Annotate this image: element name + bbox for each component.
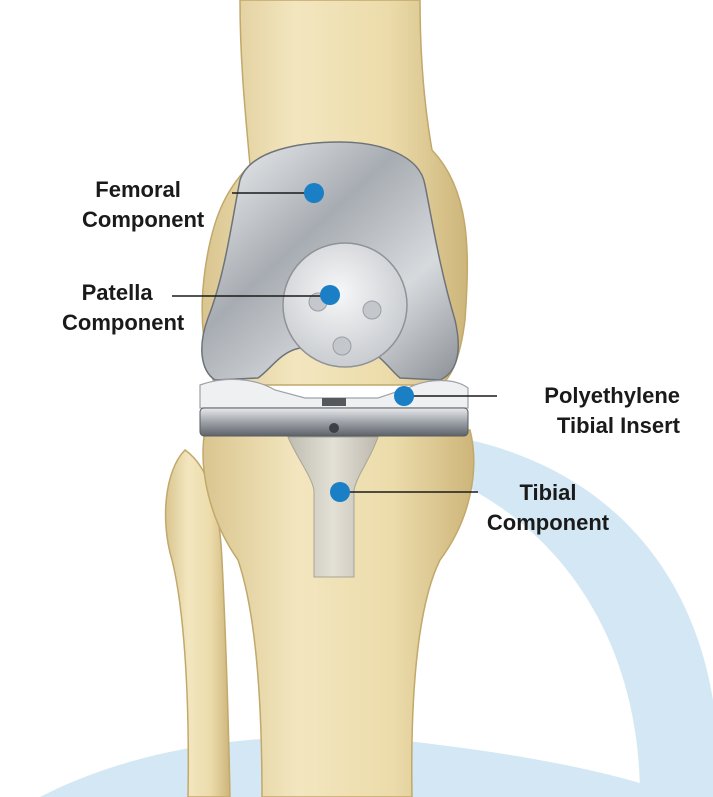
label-femoral-line1: Femoral bbox=[72, 175, 204, 205]
label-femoral-line2: Component bbox=[82, 205, 204, 235]
label-polyethylene-tibial-insert: Polyethylene Tibial Insert bbox=[500, 381, 680, 441]
marker-femoral bbox=[304, 183, 324, 203]
label-insert-line2: Tibial Insert bbox=[500, 411, 680, 441]
label-tibial-line2: Component bbox=[478, 508, 618, 538]
label-tibial-component: Tibial Component bbox=[478, 478, 618, 538]
patella-peg-right bbox=[363, 301, 381, 319]
patella-peg-bottom bbox=[333, 337, 351, 355]
marker-patella bbox=[320, 285, 340, 305]
label-tibial-line1: Tibial bbox=[478, 478, 618, 508]
label-patella-component: Patella Component bbox=[62, 278, 184, 338]
insert-notch bbox=[322, 398, 346, 406]
label-patella-line1: Patella bbox=[50, 278, 184, 308]
label-insert-line1: Polyethylene bbox=[500, 381, 680, 411]
marker-tibial bbox=[330, 482, 350, 502]
label-femoral-component: Femoral Component bbox=[82, 175, 204, 235]
label-patella-line2: Component bbox=[62, 308, 184, 338]
tray-screw bbox=[329, 423, 339, 433]
marker-insert bbox=[394, 386, 414, 406]
